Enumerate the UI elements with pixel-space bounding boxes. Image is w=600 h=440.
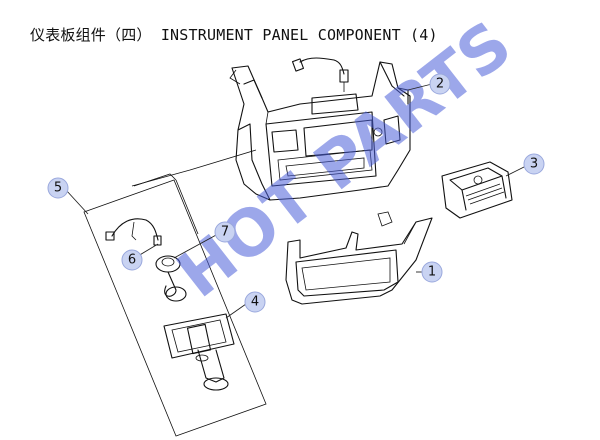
callout-2: 2 <box>407 73 451 95</box>
callout-5-label: 5 <box>54 181 62 196</box>
callout-4-label: 4 <box>251 295 259 310</box>
lower-trim-frame <box>285 211 433 305</box>
callout-7: 7 <box>173 221 236 259</box>
callout-4: 4 <box>225 291 266 319</box>
callout-6: 6 <box>121 243 159 271</box>
callout-6-label: 6 <box>128 253 136 268</box>
callout-5: 5 <box>47 177 89 215</box>
page-title: 仪表板组件（四） INSTRUMENT PANEL COMPONENT (4) <box>30 26 438 44</box>
wiring-harness-top <box>291 57 349 92</box>
callout-3-label: 3 <box>530 157 538 172</box>
callout-2-label: 2 <box>436 77 444 92</box>
center-console-bezel <box>229 61 411 201</box>
small-wiring-harness <box>105 218 162 246</box>
watermark-text: HOT PARTS <box>164 8 525 313</box>
callout-1: 1 <box>416 261 443 283</box>
cigarette-lighter-assembly <box>163 313 235 391</box>
lighter-knob <box>155 255 187 302</box>
callout-1-label: 1 <box>428 265 436 280</box>
ashtray-insert <box>441 161 513 219</box>
callout-3: 3 <box>505 153 545 177</box>
callout-7-label: 7 <box>221 225 229 240</box>
